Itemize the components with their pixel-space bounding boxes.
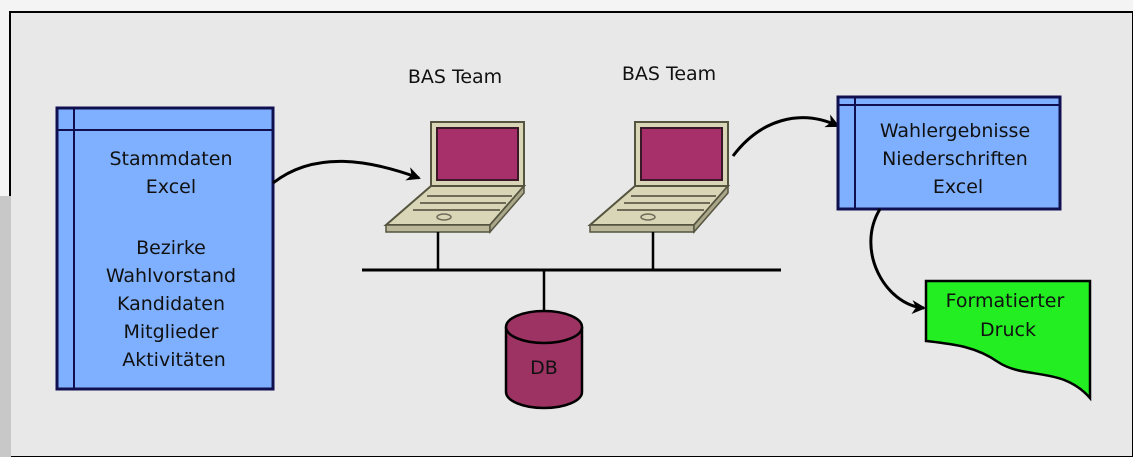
svg-text:Formatierter Druck: Formatierter Druck xyxy=(946,290,1071,341)
arrow-results-to-print xyxy=(869,208,926,315)
svg-text:Wahlergebnisse Niedersch: Wahlergebnisse Niederschriften Excel xyxy=(880,120,1036,198)
database-icon: DB xyxy=(504,309,584,410)
results-box-line: Wahlergebnisse xyxy=(880,120,1030,142)
laptop-label: BAS Team xyxy=(622,63,716,85)
database-label: DB xyxy=(530,357,558,379)
svg-text:Stammdaten Excel B: Stammdaten Excel Bezirke Wahlvorstand Ka… xyxy=(106,148,242,371)
arrow-source-to-laptop xyxy=(272,159,421,185)
print-doc-line: Druck xyxy=(980,319,1036,341)
results-box-line: Excel xyxy=(933,176,983,198)
source-box-line: Stammdaten xyxy=(109,148,232,170)
laptop-label: BAS Team xyxy=(408,66,502,88)
source-box-line: Wahlvorstand xyxy=(106,265,236,287)
source-box-line: Aktivitäten xyxy=(122,349,226,371)
source-data-box: Stammdaten Excel Bezirke Wahlvorstand Ka… xyxy=(55,106,275,391)
source-box-line: Kandidaten xyxy=(117,293,225,315)
left-strip xyxy=(0,196,11,457)
results-box: Wahlergebnisse Niederschriften Excel xyxy=(836,95,1062,211)
results-box-line: Niederschriften xyxy=(882,148,1028,170)
laptop-icon xyxy=(383,121,527,235)
laptop-icon xyxy=(587,121,731,235)
source-box-line: Bezirke xyxy=(136,237,206,259)
source-box-line: Mitglieder xyxy=(123,321,218,343)
document-icon: Formatierter Druck xyxy=(924,279,1092,402)
arrow-laptop-to-results xyxy=(731,114,840,157)
source-box-line: Excel xyxy=(146,176,196,198)
print-doc-line: Formatierter xyxy=(946,290,1065,312)
